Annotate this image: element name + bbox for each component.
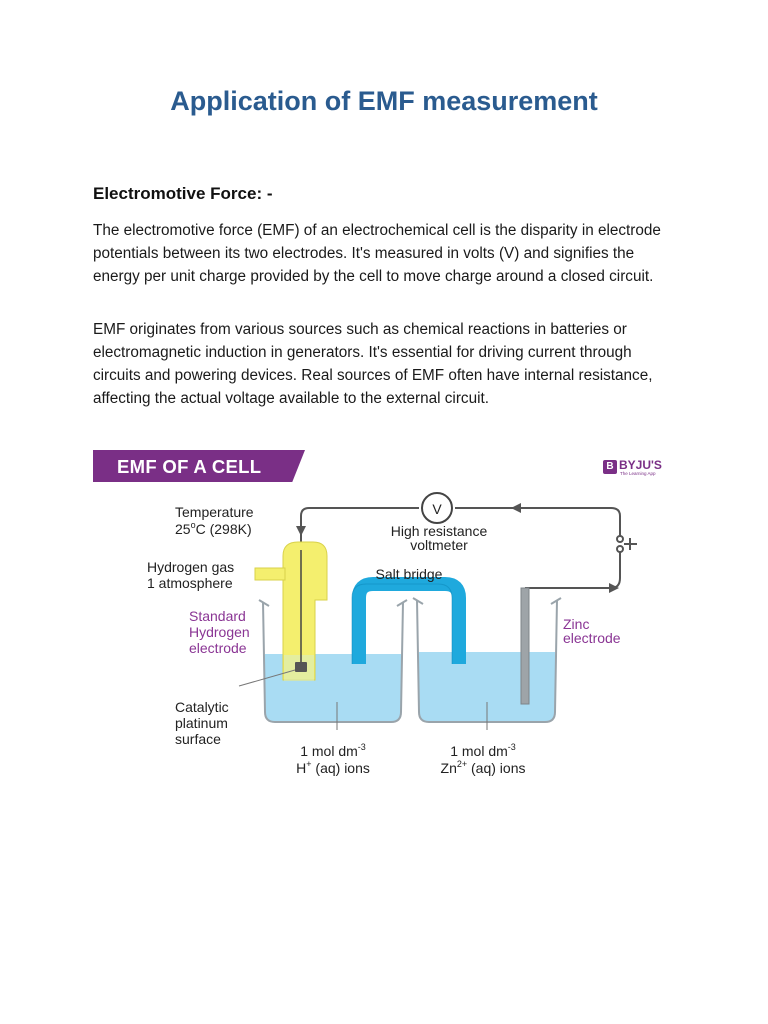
label-right-concentration: 1 mol dm-3	[450, 742, 516, 759]
brand-name: BYJU'S	[619, 458, 662, 472]
hydrogen-electrode-tube	[254, 541, 328, 681]
label-catalytic-2: platinum	[175, 715, 228, 731]
label-zinc-2: electrode	[563, 630, 621, 646]
banner-text: EMF OF A CELL	[117, 456, 262, 477]
voltmeter-symbol: V	[432, 501, 442, 517]
label-temperature: Temperature	[175, 504, 254, 520]
label-catalytic-1: Catalytic	[175, 699, 229, 715]
paragraph: EMF originates from various sources such…	[93, 321, 653, 407]
left-beaker	[258, 599, 408, 723]
label-she-2: Hydrogen	[189, 624, 250, 640]
paragraph: The electromotive force (EMF) of an elec…	[93, 222, 661, 285]
zinc-electrode	[520, 587, 530, 705]
label-zinc-1: Zinc	[563, 616, 589, 632]
label-hydrogen-pressure: 1 atmosphere	[147, 575, 233, 591]
label-catalytic-3: surface	[175, 731, 221, 747]
label-she-3: electrode	[189, 640, 247, 656]
label-right-ions: Zn2+ (aq) ions	[441, 759, 526, 776]
section-heading: Electromotive Force: -	[93, 184, 273, 203]
label-hydrogen-gas: Hydrogen gas	[147, 559, 234, 575]
wire-arrow-right	[609, 583, 619, 593]
label-left-ions: H+ (aq) ions	[296, 759, 370, 776]
brand-icon: B	[603, 460, 617, 474]
platinum-plate	[295, 662, 307, 672]
cell-diagram: V Temp	[147, 492, 637, 776]
wire-arrow-down	[296, 526, 306, 536]
voltmeter-icon	[421, 492, 453, 524]
label-voltmeter-1: High resistance	[391, 523, 488, 539]
page-title: Application of EMF measurement	[170, 86, 598, 116]
label-voltmeter-2: voltmeter	[410, 537, 468, 553]
switch-icon	[616, 535, 637, 553]
emf-cell-figure: EMF OF A CELL B BYJU'S The Learning App …	[93, 450, 673, 790]
label-she-1: Standard	[189, 608, 246, 624]
wire-arrow-left	[511, 503, 521, 513]
brand-tagline: The Learning App	[620, 471, 656, 476]
label-left-concentration: 1 mol dm-3	[300, 742, 366, 759]
label-temperature-value: 25oC (298K)	[175, 520, 252, 537]
figure-banner: EMF OF A CELL	[93, 450, 305, 482]
label-salt-bridge: Salt bridge	[376, 566, 443, 582]
